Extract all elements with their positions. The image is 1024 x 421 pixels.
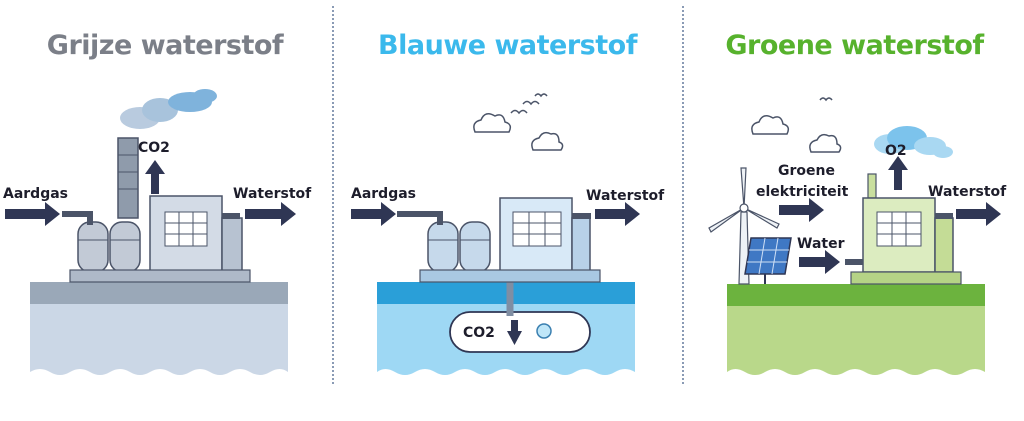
storage-tanks xyxy=(427,221,491,273)
arrow-right-icon xyxy=(5,202,60,226)
label-input: Aardgas xyxy=(351,186,416,202)
panel-green-hydrogen: Groene waterstof xyxy=(685,0,1024,421)
label-emission: CO2 xyxy=(138,140,170,156)
panel-title-grey: Grijze waterstof xyxy=(46,30,284,61)
ground-strip xyxy=(377,282,635,304)
factory-building xyxy=(69,195,251,283)
bird-icon xyxy=(819,97,833,102)
label-output: Waterstof xyxy=(233,186,312,202)
label-input-line2: elektriciteit xyxy=(756,184,849,200)
arrow-right-icon xyxy=(595,202,640,226)
factory-building xyxy=(850,173,962,285)
ground-layer xyxy=(30,304,288,375)
ground-layer xyxy=(727,306,985,375)
storage-tanks xyxy=(77,221,141,273)
o2-cloud-icon xyxy=(874,126,953,158)
panel-grey-hydrogen: Grijze waterstof xyxy=(0,0,330,421)
wind-turbine-icon xyxy=(708,167,780,285)
ground-strip xyxy=(30,282,288,304)
bird-icon xyxy=(510,93,548,115)
label-water: Water xyxy=(797,236,845,252)
label-output: Waterstof xyxy=(586,188,665,204)
panel-blue-hydrogen: Blauwe waterstof xyxy=(335,0,680,421)
cloud-icon xyxy=(473,113,564,151)
solar-panel-icon xyxy=(744,237,792,284)
label-input-line1: Groene xyxy=(778,163,835,179)
cloud-icon xyxy=(751,115,842,153)
panel-title-green: Groene waterstof xyxy=(725,30,984,61)
label-emission: O2 xyxy=(885,143,907,159)
arrow-right-icon xyxy=(779,198,824,222)
arrow-right-icon xyxy=(245,202,296,226)
blue-illustration: Aardgas Waterstof CO2 xyxy=(351,93,665,375)
arrow-up-icon xyxy=(888,156,908,190)
arrow-right-icon xyxy=(956,202,1001,226)
green-illustration: Groene elektriciteit Water O2 Waterstof xyxy=(708,97,1007,375)
arrow-down-icon xyxy=(507,320,522,345)
panel-divider xyxy=(332,6,334,384)
arrow-right-icon xyxy=(351,202,396,226)
smoke-cloud-icon xyxy=(120,89,217,129)
label-input: Aardgas xyxy=(3,186,68,202)
factory-building xyxy=(419,197,601,283)
label-output: Waterstof xyxy=(928,184,1007,200)
grey-illustration: Aardgas Waterstof CO2 xyxy=(3,89,312,375)
arrow-right-icon xyxy=(799,250,840,274)
panel-divider xyxy=(682,6,684,384)
label-storage: CO2 xyxy=(463,325,495,341)
panel-title-blue: Blauwe waterstof xyxy=(378,30,637,61)
arrow-up-icon xyxy=(145,160,165,194)
ground-strip xyxy=(727,284,985,306)
chimney xyxy=(117,137,139,219)
